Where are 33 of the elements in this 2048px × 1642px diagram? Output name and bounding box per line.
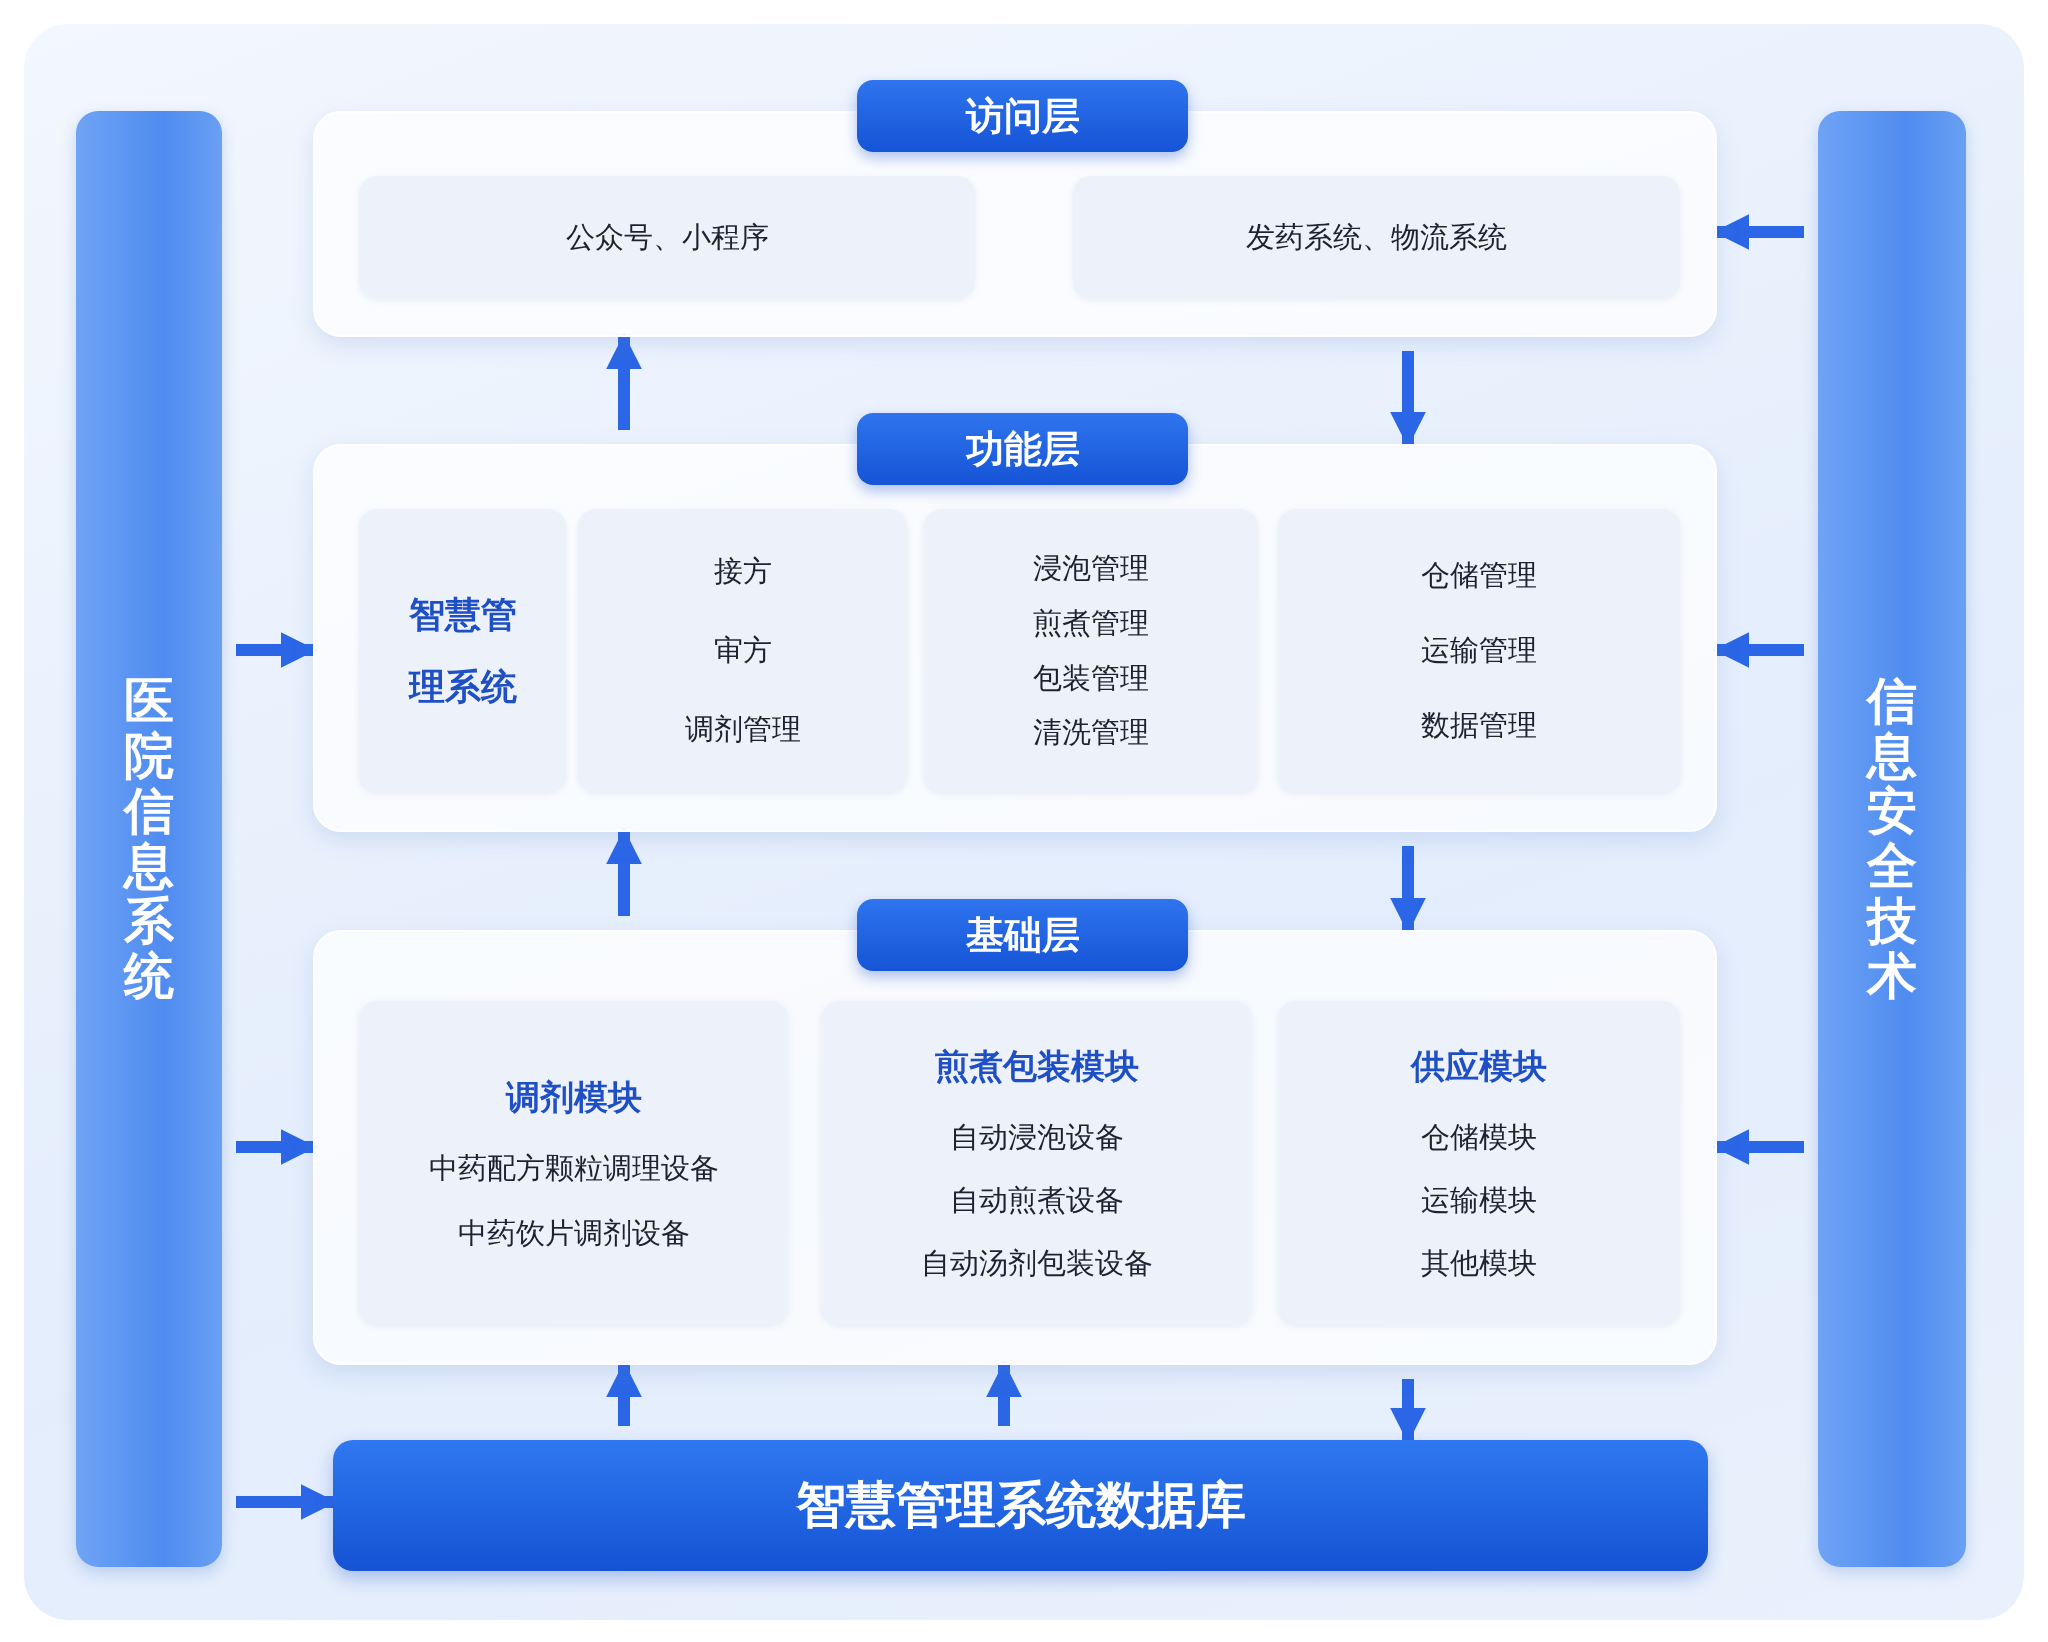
module-title: 煎煮包装模块	[934, 1045, 1139, 1089]
module-item: 数据管理	[1421, 707, 1537, 743]
module-item: 煎煮管理	[1033, 605, 1149, 641]
bar-label: 医院信息系统	[124, 674, 174, 1004]
module-title: 调剂模块	[505, 1075, 642, 1119]
side-bar	[1818, 111, 1966, 1567]
module-item: 自动煎煮设备	[949, 1183, 1124, 1218]
module-item: 自动汤剂包装设备	[920, 1245, 1153, 1281]
module-item: 浸泡管理	[1033, 550, 1149, 586]
module-item: 接方	[713, 554, 772, 590]
layer-title-tab: 功能层	[857, 413, 1188, 485]
module-item: 审方	[713, 633, 772, 668]
module-item: 包装管理	[1033, 660, 1149, 696]
layer-title-tab: 访问层	[857, 80, 1188, 152]
module-title: 供应模块	[1411, 1045, 1547, 1089]
module-item: 运输模块	[1421, 1183, 1537, 1218]
module-item: 中药配方颗粒调理设备	[428, 1150, 719, 1186]
module-title: 智慧管理系统	[407, 592, 518, 709]
module-item: 仓储模块	[1421, 1120, 1537, 1156]
module-item: 公众号、小程序	[565, 219, 769, 255]
database-label: 智慧管理系统数据库	[795, 1475, 1246, 1536]
bar-label: 信息安全技术	[1867, 674, 1917, 1004]
database-bar	[333, 1440, 1708, 1571]
module-item: 其他模块	[1421, 1245, 1537, 1281]
layer-title-tab: 基础层	[857, 899, 1188, 971]
side-bar	[76, 111, 222, 1567]
module-item: 调剂管理	[684, 711, 801, 747]
module-item: 清洗管理	[1033, 715, 1149, 751]
module-item: 中药饮片调剂设备	[457, 1215, 690, 1251]
module-item: 运输管理	[1421, 633, 1537, 668]
module-item: 自动浸泡设备	[949, 1120, 1124, 1156]
module-item: 仓储管理	[1421, 558, 1537, 594]
module-item: 发药系统、物流系统	[1246, 219, 1507, 255]
